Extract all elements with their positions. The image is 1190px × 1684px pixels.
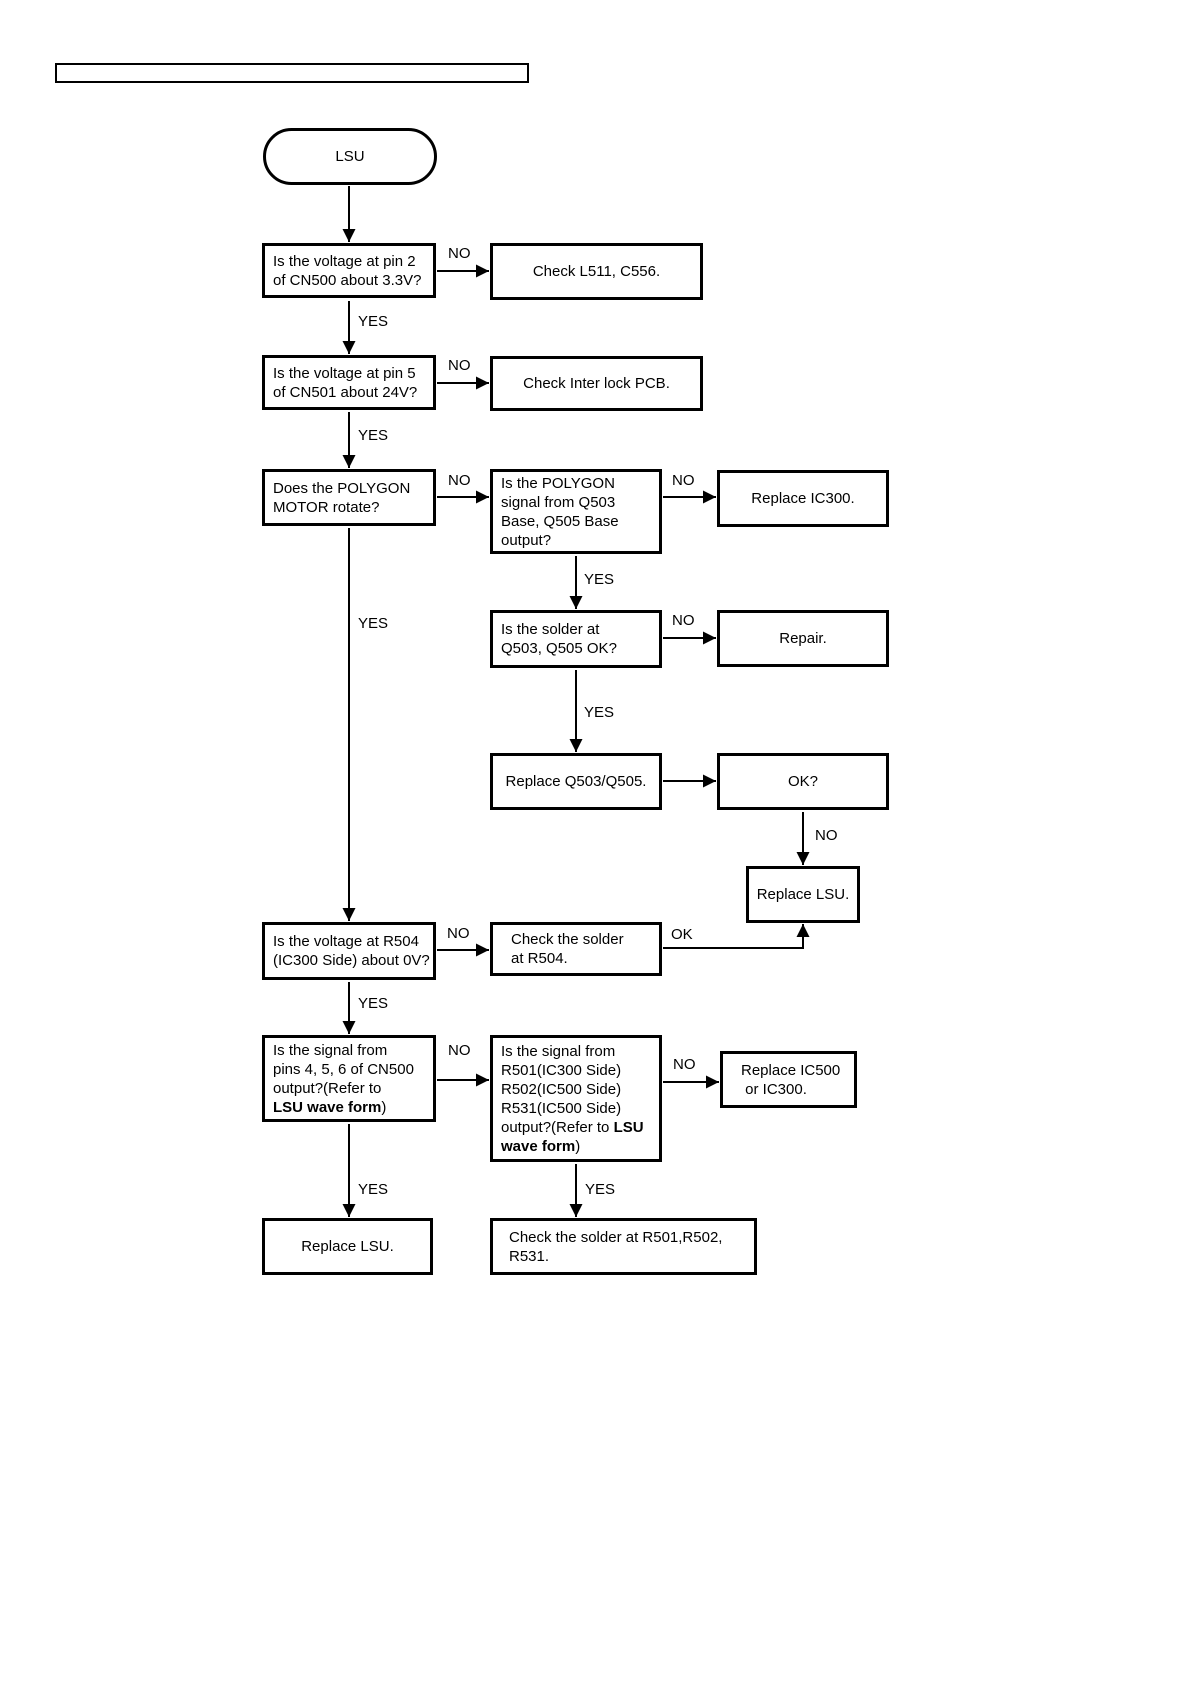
label-no-polygon-rotate: NO [448, 472, 471, 489]
label-yes-solder: YES [584, 704, 615, 721]
node-text-pre: Is the signal from pins 4, 5, 6 of CN500… [273, 1041, 414, 1097]
decision-cn500-signal-output: Is the signal from pins 4, 5, 6 of CN500… [262, 1035, 436, 1122]
edge-checksolder-ok-to-replacelsu [663, 924, 810, 949]
label-yes-polygon-signal: YES [584, 571, 615, 588]
decision-ok: OK? [717, 753, 889, 810]
label-no-ok: NO [815, 827, 838, 844]
decision-solder-q503-q505: Is the solder at Q503, Q505 OK? [490, 610, 662, 668]
decision-polygon-motor-rotate: Does the POLYGON MOTOR rotate? [262, 469, 436, 526]
decision-r501-signal-output: Is the signal from R501(IC300 Side) R502… [490, 1035, 662, 1162]
node-text-bold: LSU wave form [501, 1118, 644, 1155]
label-yes-pin2: YES [358, 313, 389, 330]
label-yes-pin5: YES [358, 427, 389, 444]
label-no-pin5: NO [448, 357, 471, 374]
decision-pin5-voltage: Is the voltage at pin 5 of CN501 about 2… [262, 355, 436, 410]
label-no-polygon-signal: NO [672, 472, 695, 489]
label-no-cn500-signal: NO [448, 1042, 471, 1059]
label-ok-checksolder: OK [671, 926, 693, 943]
label-no-pin2: NO [448, 245, 471, 262]
action-replace-lsu-right: Replace LSU. [746, 866, 860, 923]
start-terminator-lsu: LSU [263, 128, 437, 185]
action-check-solder-r501-r502-r531: Check the solder at R501,R502, R531. [490, 1218, 757, 1275]
action-check-l511-c556: Check L511, C556. [490, 243, 703, 300]
node-text-pre: Is the signal from R501(IC300 Side) R502… [501, 1042, 622, 1136]
label-no-r501-signal: NO [673, 1056, 696, 1073]
node-text: Is the signal from R501(IC300 Side) R502… [501, 1042, 644, 1156]
action-replace-ic300: Replace IC300. [717, 470, 889, 527]
label-yes-polygon-rotate: YES [358, 615, 389, 632]
decision-polygon-signal-output: Is the POLYGON signal from Q503 Base, Q5… [490, 469, 662, 554]
action-replace-q503-q505: Replace Q503/Q505. [490, 753, 662, 810]
action-replace-lsu-left: Replace LSU. [262, 1218, 433, 1275]
label-yes-cn500-signal: YES [358, 1181, 389, 1198]
action-replace-ic500-or-ic300: Replace IC500 or IC300. [720, 1051, 857, 1108]
label-no-solder: NO [672, 612, 695, 629]
node-text-post: ) [381, 1098, 387, 1116]
label-yes-r504: YES [358, 995, 389, 1012]
node-text: Is the signal from pins 4, 5, 6 of CN500… [273, 1041, 414, 1117]
action-repair: Repair. [717, 610, 889, 667]
action-check-solder-r504: Check the solder at R504. [490, 922, 662, 976]
label-yes-r501-signal: YES [585, 1181, 616, 1198]
decision-r504-voltage: Is the voltage at R504 (IC300 Side) abou… [262, 922, 436, 980]
node-text-post: ) [575, 1137, 581, 1155]
action-check-interlock-pcb: Check Inter lock PCB. [490, 356, 703, 411]
decision-pin2-voltage: Is the voltage at pin 2 of CN500 about 3… [262, 243, 436, 298]
node-text-bold: LSU wave form [273, 1098, 382, 1116]
label-no-r504: NO [447, 925, 470, 942]
title-bar [55, 63, 529, 83]
